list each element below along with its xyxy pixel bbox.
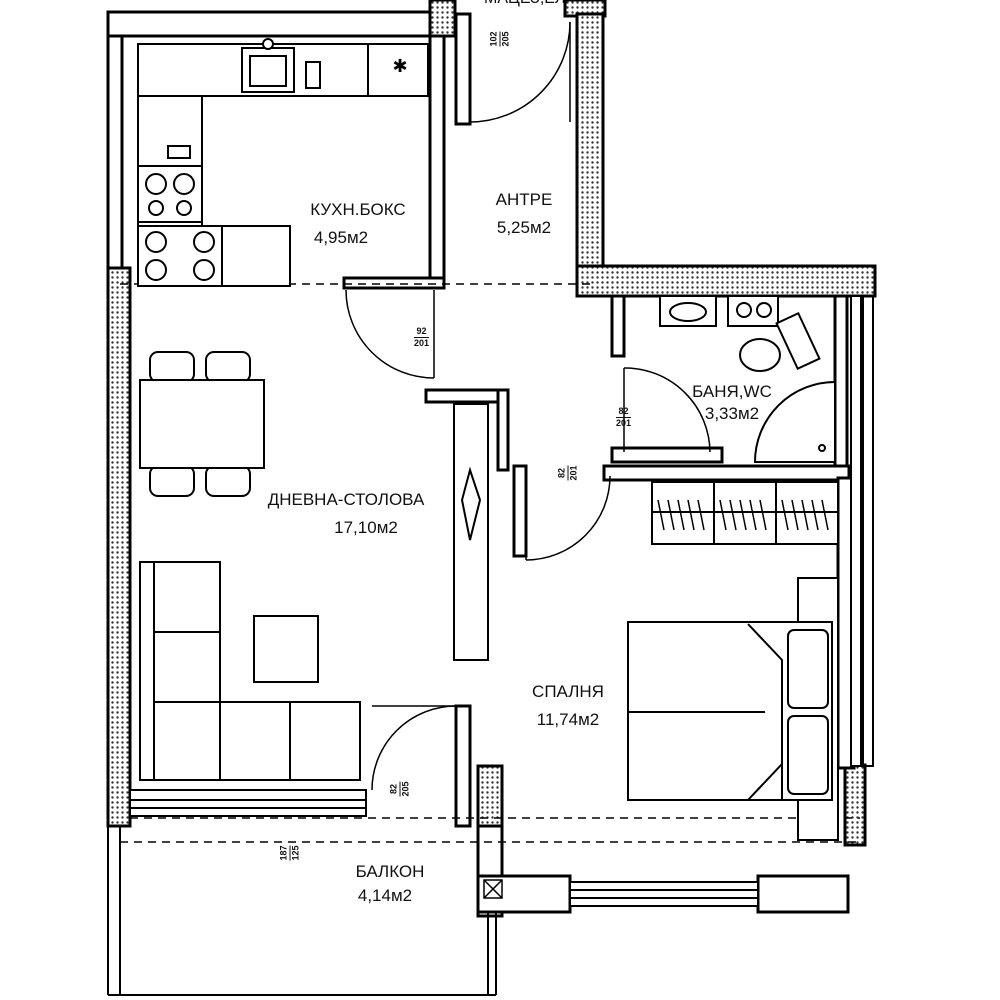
door-dim-entrance: 102 205 — [488, 31, 511, 47]
wall-left-upper — [106, 16, 124, 270]
door-dim-balcony: 82 205 — [388, 781, 411, 797]
door-width: 102 — [488, 31, 501, 47]
wall-top-hatch — [428, 0, 457, 38]
door-dim-bath: 82 201 — [616, 406, 632, 428]
door-height: 201 — [414, 338, 430, 348]
door-width: 92 — [414, 326, 430, 338]
room-area: 11,74м2 — [536, 710, 600, 729]
room-area: 4,95м2 — [313, 228, 369, 247]
room-name: БАЛКОН — [355, 862, 425, 881]
room-name: АНТРЕ — [495, 190, 553, 209]
balcony-outline — [107, 826, 497, 996]
table — [139, 379, 265, 469]
shower-tray-icon — [753, 380, 836, 463]
exterior-walls — [106, 0, 877, 847]
room-label-bedroom: СПАЛНЯ 11,74м2 — [532, 682, 604, 730]
dining-table — [139, 351, 265, 497]
bedroom-door-swing — [525, 475, 611, 561]
window-dim-balcony: 187 125 — [278, 845, 301, 861]
sofa — [139, 561, 361, 781]
room-name: ДНЕВНА-СТОЛОВА — [267, 490, 425, 509]
door-width: 82 — [556, 465, 569, 481]
wardrobe — [651, 481, 839, 545]
room-area: 4,14м2 — [357, 886, 413, 905]
windows — [129, 295, 874, 907]
room-label-bath: БАНЯ,WC 3,33м2 — [692, 382, 772, 424]
fridge-icon: ✱ — [392, 56, 407, 76]
stove-burner-icon — [145, 173, 167, 195]
window-height: 125 — [290, 845, 301, 861]
wall-right-lower — [843, 763, 867, 847]
room-area: 17,10м2 — [334, 518, 398, 537]
room-name: БАНЯ,WC — [692, 382, 772, 401]
kitchen-door-swing — [345, 289, 435, 379]
chair — [205, 465, 251, 497]
pillow — [787, 715, 829, 795]
room-name: КУХН.БОКС — [310, 200, 406, 219]
top-cut-label: МАЦЕЗ,ЕЛ — [484, 0, 565, 8]
door-height: 205 — [500, 31, 511, 47]
pillow — [787, 629, 829, 709]
kitchen-furniture — [137, 38, 429, 287]
wall-pier — [476, 764, 504, 828]
room-name: СПАЛНЯ — [532, 682, 604, 701]
balcony-door-swing — [371, 705, 457, 791]
wall-left — [106, 266, 132, 828]
bath-fixtures — [659, 295, 836, 463]
room-area: 5,25м2 — [496, 218, 552, 237]
door-width: 82 — [388, 781, 401, 797]
living-cabinet — [453, 403, 489, 661]
room-area: 3,33м2 — [704, 404, 760, 423]
door-swings — [345, 21, 711, 791]
coffee-table — [253, 615, 319, 683]
door-height: 205 — [400, 781, 411, 797]
column-mark — [483, 879, 503, 899]
dashed-lines — [120, 283, 860, 843]
door-dim-bedroom: 82 201 — [556, 465, 579, 481]
toilet-icon — [739, 338, 781, 372]
room-label-balcony: БАЛКОН 4,14м2 — [356, 862, 425, 906]
wall-top-kitchen — [106, 10, 450, 38]
wall-entry-right — [575, 12, 605, 288]
washbasin-icon — [669, 302, 707, 322]
wall-bath-top — [575, 264, 877, 298]
bath-door-swing — [623, 367, 711, 453]
chair — [149, 351, 195, 383]
chair — [149, 465, 195, 497]
door-height: 201 — [568, 465, 579, 481]
door-dim-kitchen: 92 201 — [414, 326, 430, 348]
room-label-entry: АНТРЕ 5,25м2 — [496, 190, 553, 238]
room-label-kitchen: КУХН.БОКС 4,95м2 — [310, 200, 405, 248]
door-width: 82 — [616, 406, 632, 418]
door-height: 201 — [616, 418, 632, 428]
window-width: 187 — [278, 845, 291, 861]
room-label-living: ДНЕВНА-СТОЛОВА 17,10м2 — [268, 490, 425, 538]
double-bed — [627, 577, 839, 841]
chair — [205, 351, 251, 383]
entrance-door-swing — [469, 21, 571, 123]
